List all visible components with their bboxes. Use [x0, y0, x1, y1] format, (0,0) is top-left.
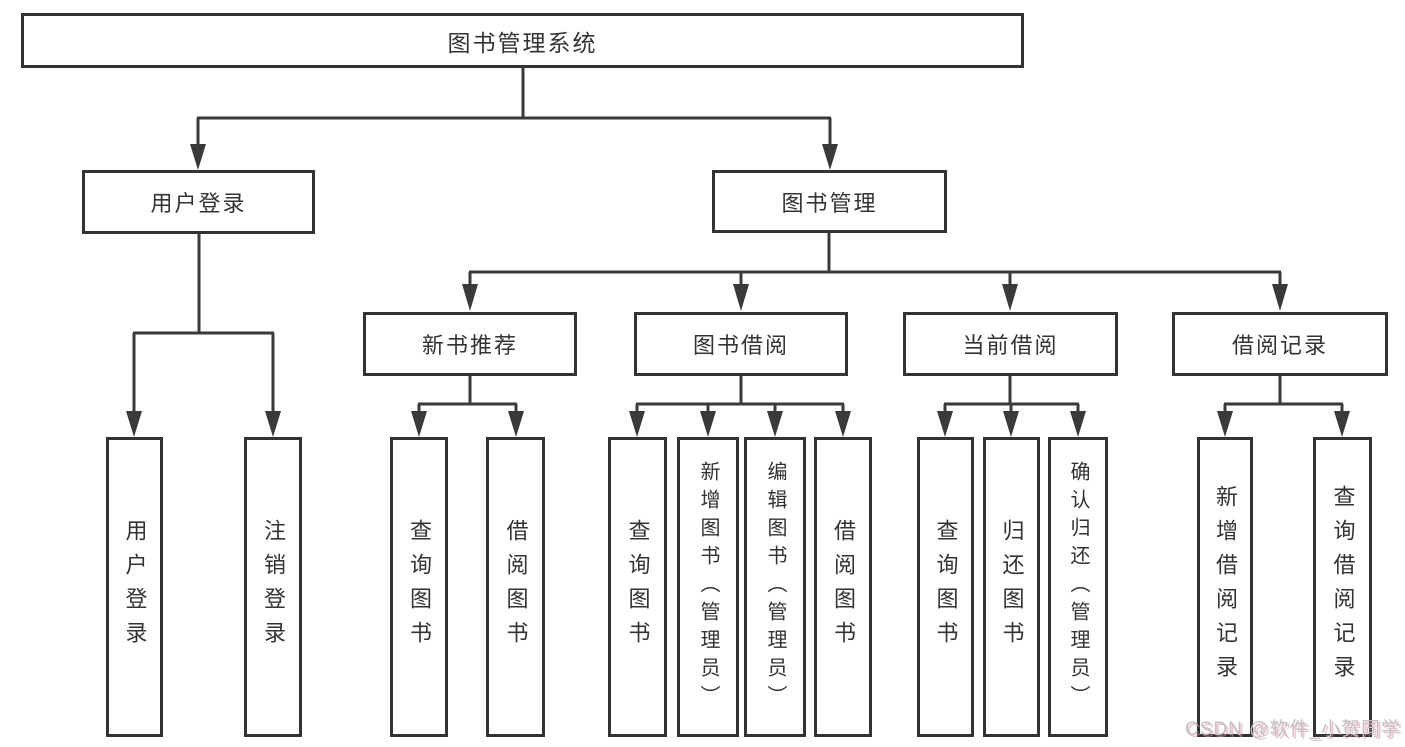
leaf-label: 用户登录: [122, 519, 148, 655]
leaf-label: 查询借阅记录: [1330, 485, 1356, 689]
node-book-borrowing: 图书借阅: [634, 312, 848, 376]
leaf-edit-book-admin: 编辑图书（管理员）: [744, 437, 806, 737]
leaf-query-borrow-record: 查询借阅记录: [1313, 437, 1372, 737]
leaf-label: 确认归还（管理员）: [1067, 461, 1089, 713]
node-library-management-system: 图书管理系统: [21, 13, 1024, 68]
leaf-label: 查询图书: [625, 519, 651, 655]
node-user-login: 用户登录: [82, 170, 315, 234]
node-label: 新书推荐: [421, 333, 518, 358]
leaf-label: 归还图书: [999, 519, 1025, 655]
node-current-borrowing: 当前借阅: [903, 312, 1118, 376]
node-borrowing-records: 借阅记录: [1172, 312, 1388, 376]
leaf-recommend-query-book: 查询图书: [390, 437, 448, 737]
node-new-book-recommend: 新书推荐: [363, 312, 577, 376]
leaf-label: 查询图书: [407, 519, 432, 655]
leaf-label: 查询图书: [933, 519, 959, 655]
node-book-management: 图书管理: [712, 170, 947, 233]
leaf-borrowing-borrow-book: 借阅图书: [814, 437, 872, 737]
leaf-add-book-admin: 新增图书（管理员）: [677, 437, 739, 737]
leaf-add-borrow-record: 新增借阅记录: [1197, 437, 1253, 737]
node-label: 图书管理: [781, 190, 878, 216]
csdn-watermark: CSDN @软件_小贺同学: [1185, 719, 1401, 740]
leaf-label: 借阅图书: [831, 519, 856, 655]
node-label: 图书借阅: [692, 333, 789, 358]
leaf-recommend-borrow-book: 借阅图书: [486, 437, 545, 737]
node-label: 图书管理系统: [447, 29, 598, 56]
leaf-label: 借阅图书: [503, 519, 529, 655]
leaf-borrowing-query-book: 查询图书: [608, 437, 667, 737]
node-label: 借阅记录: [1231, 333, 1328, 358]
leaf-return-book: 归还图书: [983, 437, 1040, 737]
node-label: 用户登录: [150, 191, 247, 216]
leaf-current-query-book: 查询图书: [917, 437, 974, 737]
leaf-label: 注销登录: [261, 519, 286, 655]
node-label: 当前借阅: [962, 333, 1059, 358]
leaf-label: 新增图书（管理员）: [697, 461, 719, 713]
leaf-label: 编辑图书（管理员）: [764, 461, 786, 713]
leaf-user-login: 用户登录: [106, 437, 163, 737]
leaf-logout: 注销登录: [244, 437, 302, 737]
leaf-confirm-return-admin: 确认归还（管理员）: [1048, 437, 1108, 737]
leaf-label: 新增借阅记录: [1213, 485, 1238, 689]
